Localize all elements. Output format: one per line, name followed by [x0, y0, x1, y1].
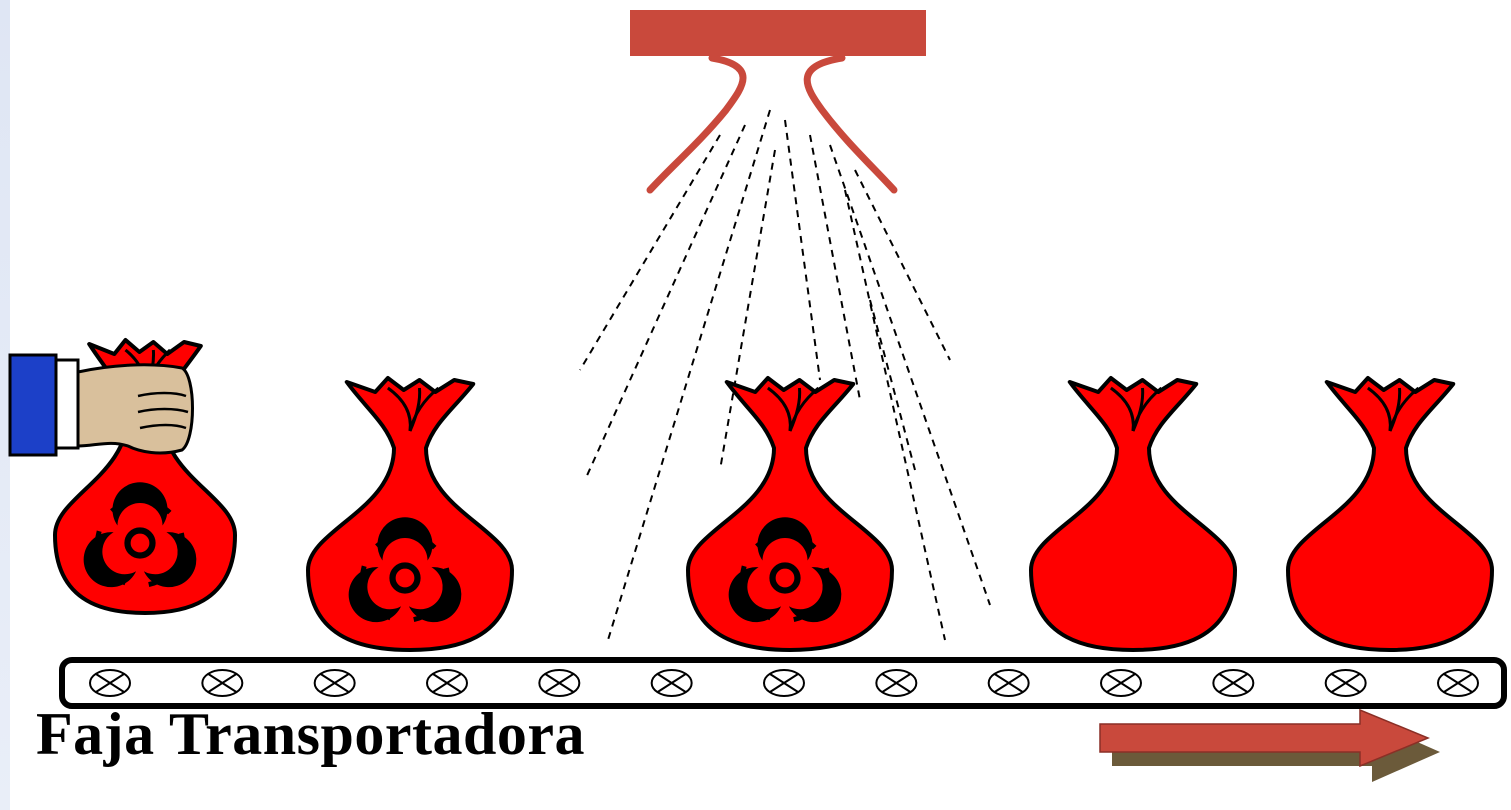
conveyor-roller — [1101, 670, 1141, 696]
conveyor-roller — [90, 670, 130, 696]
sleeve — [10, 355, 56, 455]
conveyor-roller — [764, 670, 804, 696]
conveyor-roller — [1213, 670, 1253, 696]
conveyor-roller — [652, 670, 692, 696]
caption: Faja Transportadora — [36, 700, 585, 769]
biohazard-bag — [1031, 378, 1235, 650]
biohazard-bag — [1288, 378, 1492, 650]
hand-icon — [10, 355, 193, 455]
conveyor-roller — [1326, 670, 1366, 696]
sprayer-icon — [630, 10, 926, 190]
biohazard-bag — [688, 378, 892, 650]
sprayer-nozzle-left — [650, 58, 743, 190]
biohazard-bag — [308, 378, 512, 650]
bags — [55, 340, 1492, 650]
conveyor-roller — [539, 670, 579, 696]
sprayer-head — [630, 10, 926, 56]
sprayer-nozzle-right — [807, 58, 894, 190]
conveyor-roller — [315, 670, 355, 696]
cuff — [56, 360, 78, 448]
conveyor-roller — [876, 670, 916, 696]
conveyor-roller — [427, 670, 467, 696]
conveyor-roller — [202, 670, 242, 696]
conveyor-roller — [989, 670, 1029, 696]
direction-arrow-icon — [1100, 710, 1440, 782]
conveyor-roller — [1438, 670, 1478, 696]
